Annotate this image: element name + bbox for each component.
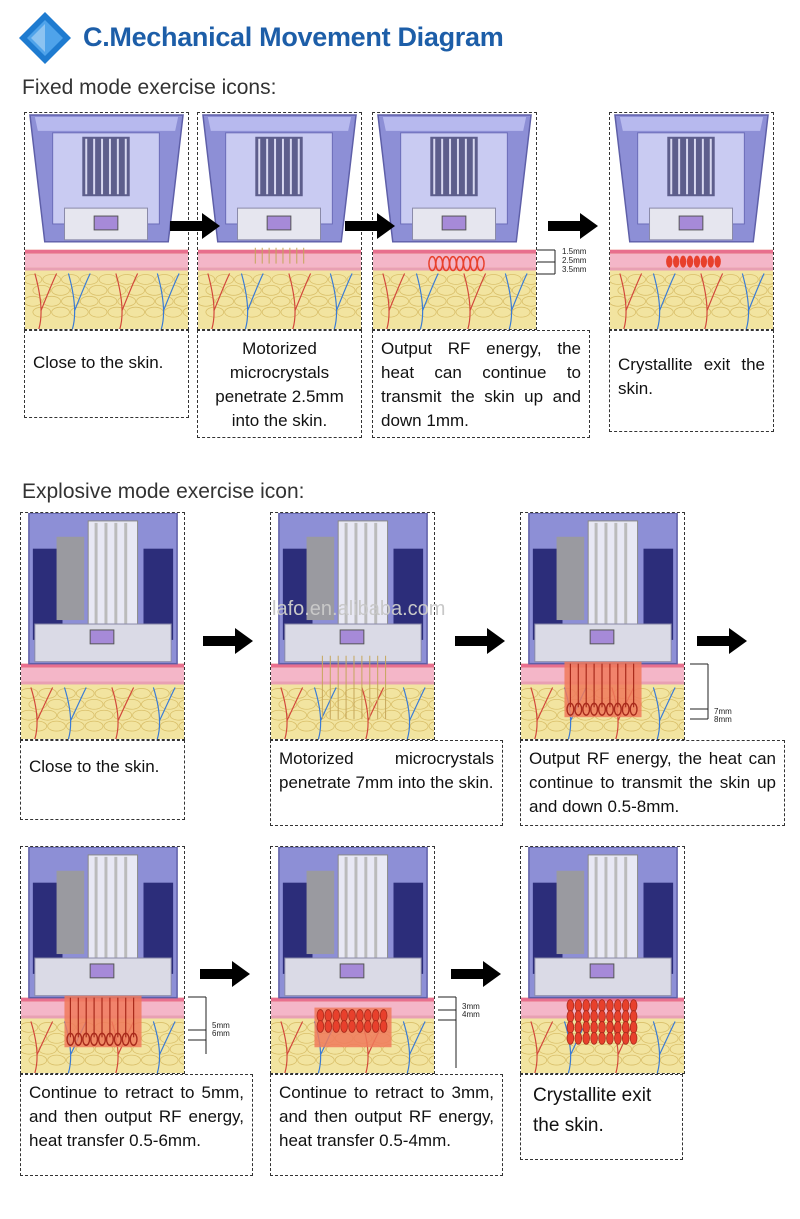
fixed-step-4-image — [609, 112, 774, 330]
explosive-step-4-image — [20, 846, 185, 1074]
page-title: C.Mechanical Movement Diagram — [83, 22, 504, 52]
handpiece-device — [614, 114, 769, 243]
handpiece-device — [528, 513, 678, 665]
fixed-step-1-caption: Close to the skin. — [24, 330, 189, 418]
step-illustration — [521, 847, 684, 1073]
depth-bracket — [537, 249, 556, 275]
explosive-step-5-image — [270, 846, 435, 1074]
explosive-step-5-caption: Continue to retract to 3mm, and then out… — [270, 1074, 503, 1176]
step-illustration — [21, 513, 184, 739]
explosive-step-1-caption: Close to the skin. — [20, 740, 185, 820]
fixed-step-3-image — [372, 112, 537, 330]
skin-layer — [271, 663, 434, 739]
fixed-step-2-caption: Motorized microcrystals penetrate 2.5mm … — [197, 330, 362, 438]
microneedle-array — [666, 255, 721, 268]
step-illustration — [521, 513, 684, 739]
explosive-mode-label: Explosive mode exercise icon: — [22, 480, 305, 503]
fixed-mode-label: Fixed mode exercise icons: — [22, 76, 277, 99]
fixed-step-3-caption: Output RF energy, the heat can continue … — [372, 330, 590, 438]
handpiece-device — [28, 847, 178, 999]
handpiece-device — [377, 114, 532, 243]
depth-label: 3.5mm — [562, 265, 587, 274]
skin-layer — [610, 249, 773, 329]
microneedle-array — [321, 655, 387, 720]
depth-label: 3mm — [462, 1002, 480, 1011]
handpiece-device — [202, 114, 357, 243]
skin-layer — [373, 249, 536, 329]
handpiece-device — [29, 114, 184, 243]
depth-label: 4mm — [462, 1010, 480, 1019]
depth-label: 8mm — [714, 715, 732, 724]
skin-layer — [21, 663, 184, 739]
skin-layer — [198, 249, 361, 329]
microneedle-array — [566, 999, 638, 1045]
explosive-step-4-caption: Continue to retract to 5mm, and then out… — [20, 1074, 253, 1176]
depth-bracket — [438, 996, 457, 1068]
arrow-right-icon — [170, 213, 220, 239]
handpiece-device — [278, 847, 428, 999]
step-illustration — [271, 847, 434, 1073]
depth-label: 5mm — [212, 1021, 230, 1030]
explosive-step-2-caption: Motorized microcrystals penetrate 7mm in… — [270, 740, 503, 826]
arrow-right-icon — [345, 213, 395, 239]
handpiece-device — [528, 847, 678, 999]
explosive-step-6-caption: Crystallite exit the skin. — [520, 1074, 683, 1160]
step-illustration — [198, 114, 361, 329]
fixed-step-4-caption: Crystallite exit the skin. — [609, 330, 774, 432]
handpiece-device — [278, 513, 428, 665]
blue-diamond-logo-icon — [19, 12, 71, 64]
explosive-step-2-image — [270, 512, 435, 740]
microneedle-array — [564, 661, 642, 718]
depth-bracket — [188, 996, 207, 1054]
arrow-right-icon — [455, 628, 505, 654]
microneedle-array — [64, 995, 142, 1048]
microneedle-array — [314, 1007, 392, 1048]
arrow-right-icon — [200, 961, 250, 987]
arrow-right-icon — [451, 961, 501, 987]
depth-bracket — [690, 663, 709, 720]
step-illustration — [271, 513, 434, 739]
depth-label: 1.5mm — [562, 247, 587, 256]
arrow-right-icon — [203, 628, 253, 654]
microneedle-array — [428, 255, 485, 272]
explosive-step-3-image — [520, 512, 685, 740]
arrow-right-icon — [548, 213, 598, 239]
fixed-step-1-image — [24, 112, 189, 330]
fixed-step-2-image — [197, 112, 362, 330]
depth-label: 7mm — [714, 707, 732, 716]
explosive-step-6-image — [520, 846, 685, 1074]
explosive-step-1-image — [20, 512, 185, 740]
handpiece-device — [28, 513, 178, 665]
explosive-step-3-caption: Output RF energy, the heat can continue … — [520, 740, 785, 826]
step-illustration — [25, 114, 188, 329]
step-illustration — [21, 847, 184, 1073]
step-illustration — [610, 114, 773, 329]
step-illustration — [373, 114, 536, 329]
watermark: lafo.en.alibaba.com — [272, 598, 446, 620]
depth-label: 2.5mm — [562, 256, 587, 265]
microneedle-array — [254, 247, 305, 264]
arrow-right-icon — [697, 628, 747, 654]
depth-label: 6mm — [212, 1029, 230, 1038]
skin-layer — [25, 249, 188, 329]
